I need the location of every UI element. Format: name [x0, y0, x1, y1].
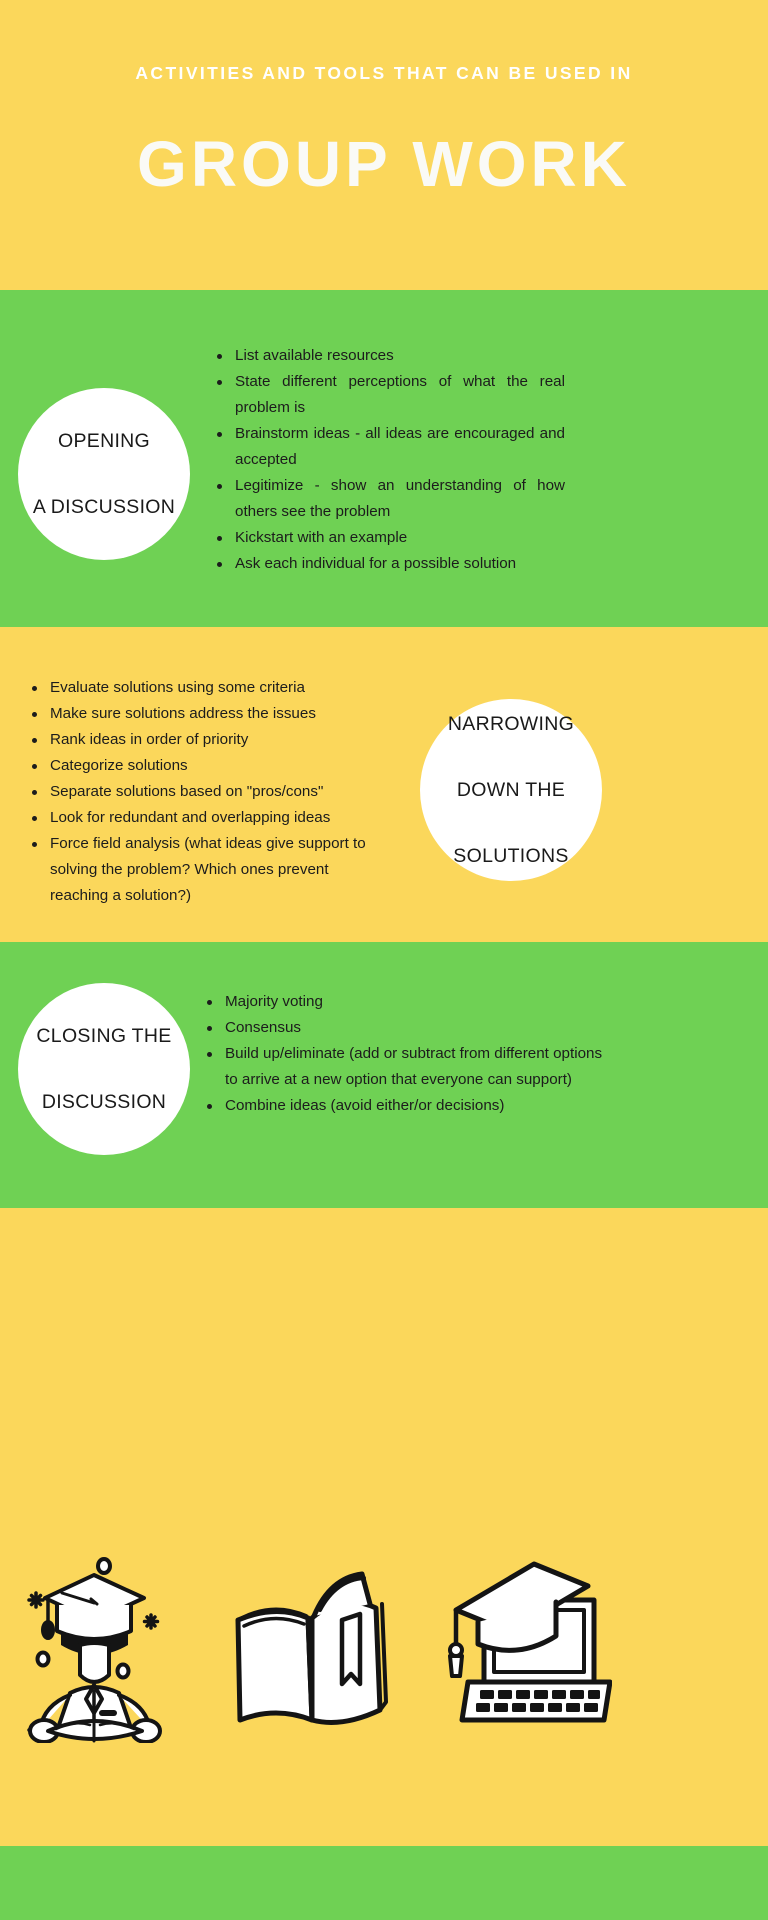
- open-book-icon: [230, 1560, 400, 1740]
- section-3-circle-line1: CLOSING THE: [36, 1024, 172, 1047]
- list-item: Make sure solutions address the issues: [30, 701, 385, 727]
- list-item: Legitimize - show an understanding of ho…: [215, 473, 565, 525]
- list-item: Categorize solutions: [30, 753, 385, 779]
- list-item: Force field analysis (what ideas give su…: [30, 831, 385, 909]
- list-item: Kickstart with an example: [215, 525, 565, 551]
- section-3-band-lower: [0, 1208, 768, 1491]
- section-1-circle-line1: OPENING: [57, 429, 151, 452]
- list-item: State different perceptions of what the …: [215, 369, 565, 421]
- section-2-band: [0, 627, 768, 942]
- section-2-circle-line3: SOLUTIONS: [453, 844, 569, 867]
- section-1-circle-line2: A DISCUSSION: [32, 495, 176, 518]
- page-title: GROUP WORK: [137, 128, 631, 200]
- header-kicker: ACTIVITIES AND TOOLS THAT CAN BE USED IN: [135, 63, 633, 83]
- list-item: Separate solutions based on "pros/cons": [30, 779, 385, 805]
- section-3-list: Majority voting Consensus Build up/elimi…: [205, 989, 605, 1119]
- list-item: Ask each individual for a possible solut…: [215, 551, 565, 577]
- list-item: Rank ideas in order of priority: [30, 727, 385, 753]
- section-2-circle-line1: NARROWING: [447, 712, 575, 735]
- graduation-cap-laptop-icon: [432, 1552, 613, 1737]
- list-item: List available resources: [215, 343, 565, 369]
- list-item: Evaluate solutions using some criteria: [30, 675, 385, 701]
- section-2-list: Evaluate solutions using some criteria M…: [30, 675, 385, 909]
- list-item: Combine ideas (avoid either/or decisions…: [205, 1093, 605, 1119]
- list-item: Consensus: [205, 1015, 605, 1041]
- list-item: Look for redundant and overlapping ideas: [30, 805, 385, 831]
- footer-band: [0, 1846, 768, 1920]
- graduate-student-reading-icon: [18, 1553, 178, 1748]
- section-2-circle-line2: DOWN THE: [456, 778, 566, 801]
- header-band: [0, 0, 768, 290]
- section-3-circle-line2: DISCUSSION: [41, 1090, 167, 1113]
- list-item: Build up/eliminate (add or subtract from…: [205, 1041, 605, 1093]
- section-3-circle-label: CLOSING THE DISCUSSION: [18, 983, 190, 1155]
- list-item: Majority voting: [205, 989, 605, 1015]
- list-item: Brainstorm ideas - all ideas are encoura…: [215, 421, 565, 473]
- section-2-circle-label: NARROWING DOWN THE SOLUTIONS: [420, 699, 602, 881]
- section-1-list: List available resources State different…: [215, 343, 565, 577]
- section-1-circle-label: OPENING A DISCUSSION: [18, 388, 190, 560]
